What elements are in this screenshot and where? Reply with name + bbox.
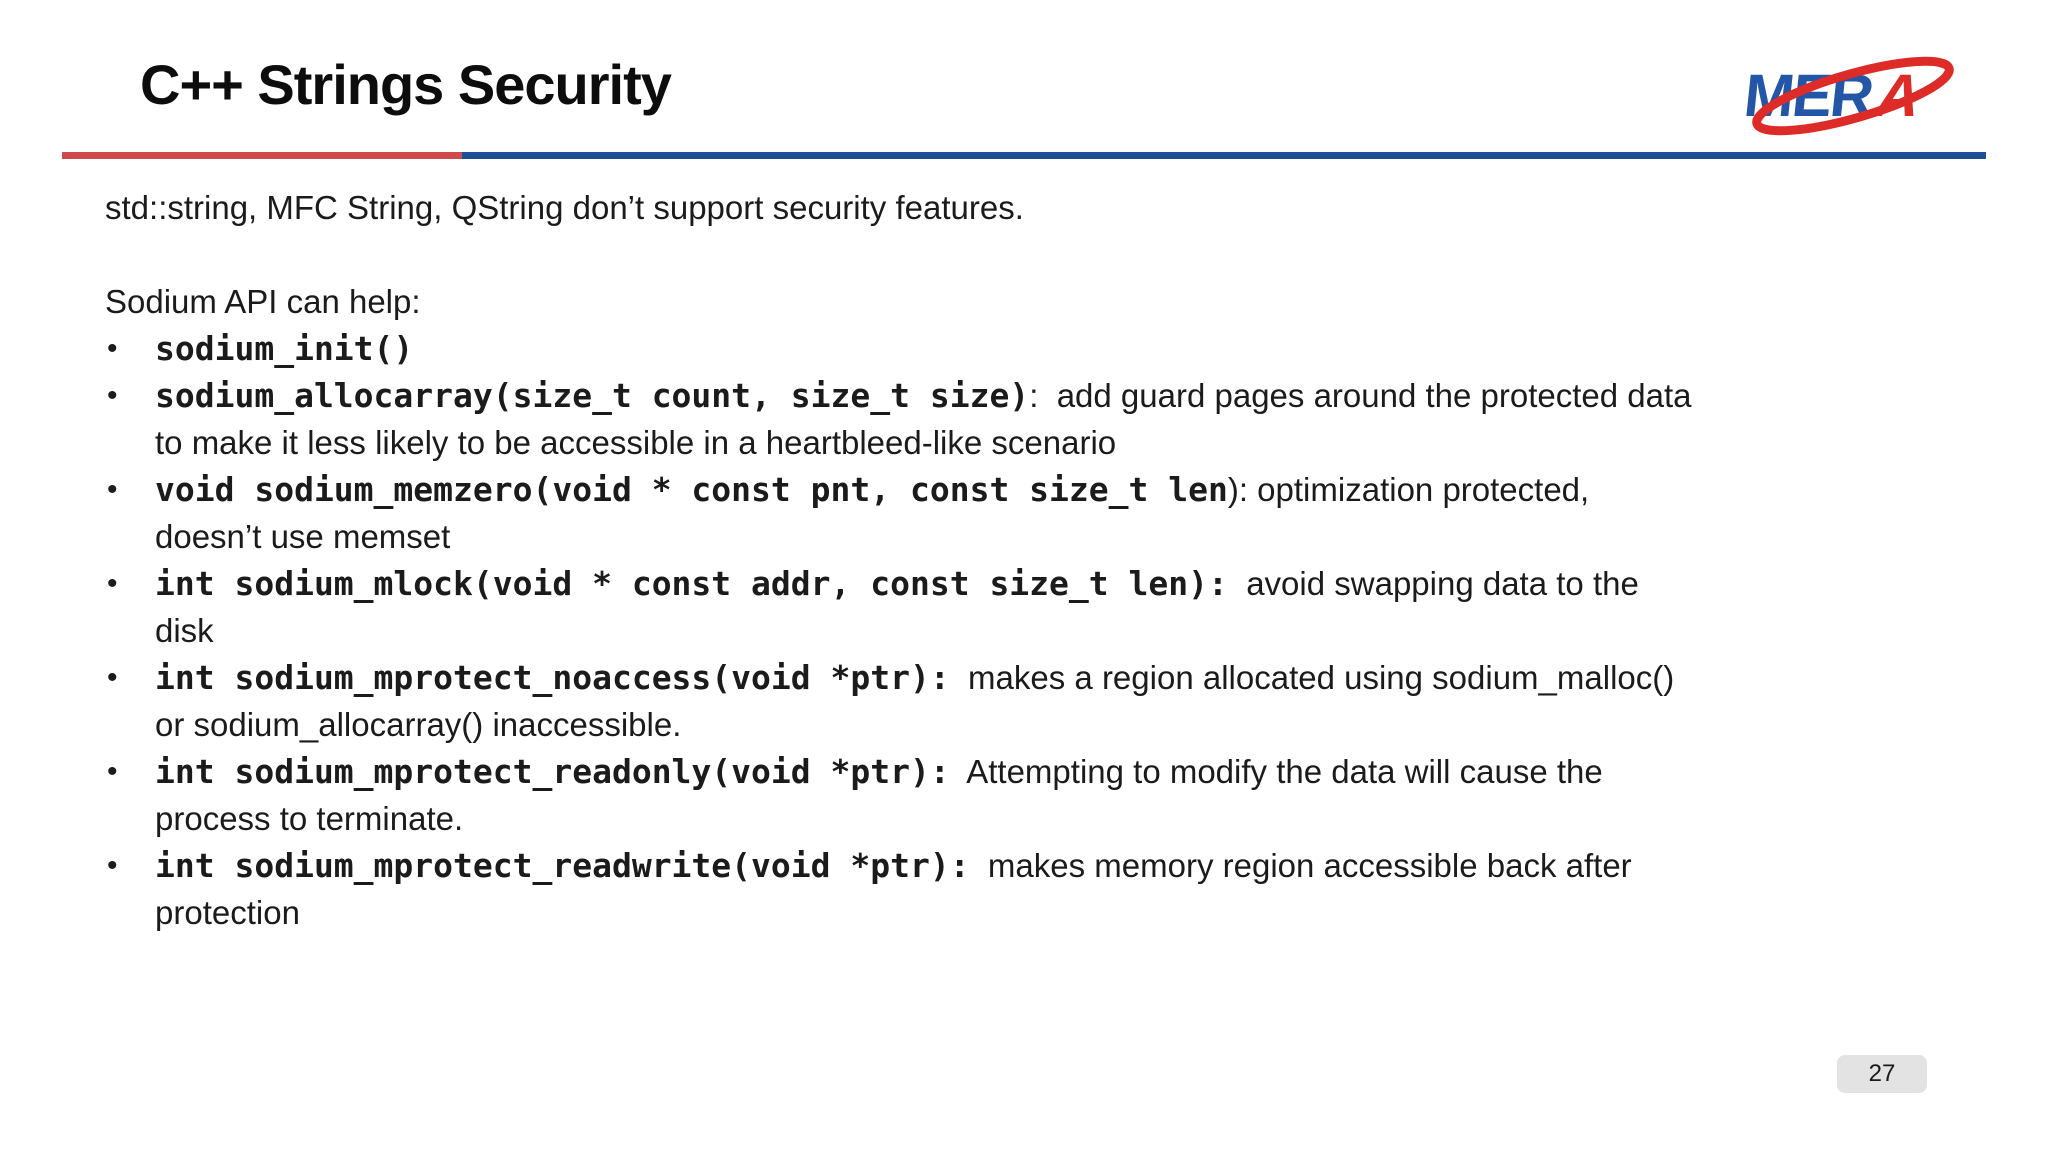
mera-logo-letters: MER A xyxy=(1741,62,1923,129)
bullet-icon: • xyxy=(107,849,118,882)
page-number-badge: 27 xyxy=(1837,1055,1927,1093)
code-text: int sodium_mprotect_noaccess(void *ptr): xyxy=(155,658,950,697)
bullet-icon: • xyxy=(107,473,118,506)
code-text: int sodium_mprotect_readonly(void *ptr): xyxy=(155,752,950,791)
list-heading: Sodium API can help: xyxy=(105,283,421,320)
list-item: • int sodium_mprotect_readwrite(void *pt… xyxy=(105,842,1817,936)
list-item: • int sodium_mlock(void * const addr, co… xyxy=(105,560,1817,654)
code-text: void sodium_memzero(void * const pnt, co… xyxy=(155,470,1228,509)
bullet-icon: • xyxy=(107,332,118,365)
desc-text: makes memory region accessible back afte… xyxy=(155,847,1632,931)
mera-logo: MER A xyxy=(1741,56,1954,136)
sodium-api-list: • sodium_init() • sodium_allocarray(size… xyxy=(105,325,1817,936)
code-text: sodium_init() xyxy=(155,329,414,368)
slide-body: std::string, MFC String, QString don’t s… xyxy=(105,184,1817,936)
desc-text: avoid swapping data to the disk xyxy=(155,565,1639,649)
bullet-icon: • xyxy=(107,755,118,788)
list-item: • int sodium_mprotect_readonly(void *ptr… xyxy=(105,748,1817,842)
desc-text: makes a region allocated using sodium_ma… xyxy=(155,659,1675,743)
list-item: • int sodium_mprotect_noaccess(void *ptr… xyxy=(105,654,1817,748)
bullet-icon: • xyxy=(107,661,118,694)
title-underline-blue xyxy=(462,152,1986,159)
desc-text: ): optimization protected, doesn’t use m… xyxy=(155,471,1590,555)
page-number: 27 xyxy=(1868,1060,1896,1087)
list-item: • sodium_init() xyxy=(105,325,1817,372)
code-text: int sodium_mprotect_readwrite(void *ptr)… xyxy=(155,846,970,885)
bullet-icon: • xyxy=(107,379,118,412)
slide-title: C++ Strings Security xyxy=(140,53,672,116)
title-underline-red xyxy=(62,152,462,159)
list-item: • sodium_allocarray(size_t count, size_t… xyxy=(105,372,1817,466)
intro-text: std::string, MFC String, QString don’t s… xyxy=(105,189,1024,226)
bullet-icon: • xyxy=(107,567,118,600)
code-text: sodium_allocarray(size_t count, size_t s… xyxy=(155,376,1030,415)
desc-text: : add guard pages around the protected d… xyxy=(155,377,1692,461)
logo-swoosh-icon xyxy=(1752,56,1954,136)
code-text: int sodium_mlock(void * const addr, cons… xyxy=(155,564,1228,603)
desc-text: Attempting to modify the data will cause… xyxy=(155,753,1603,837)
list-item: • void sodium_memzero(void * const pnt, … xyxy=(105,466,1817,560)
